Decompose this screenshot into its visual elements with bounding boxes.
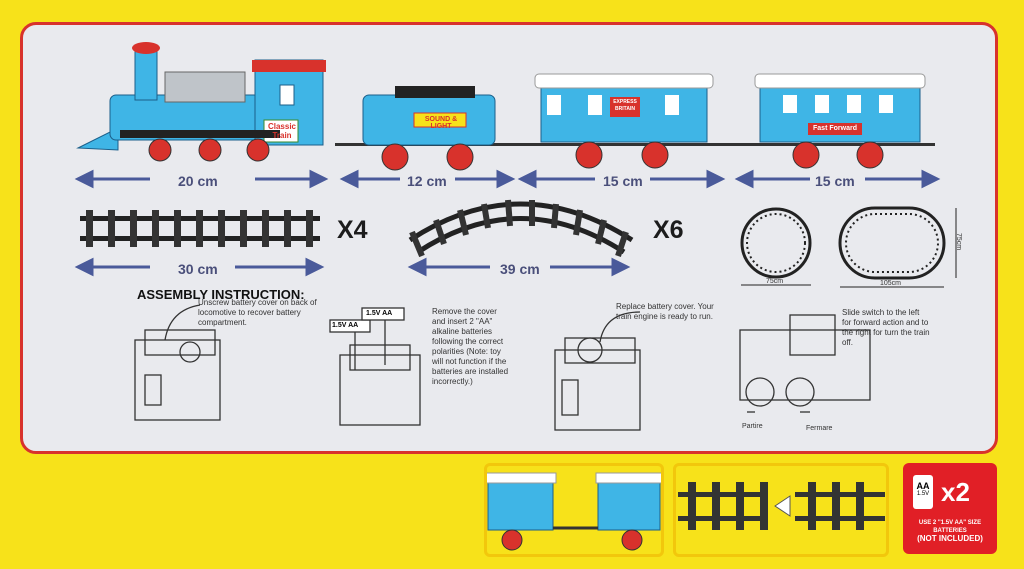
dim-tender: 12 cm: [407, 173, 447, 189]
assembly-step1-sketch: [134, 304, 221, 421]
dim-car2: 15 cm: [815, 173, 855, 189]
passenger-car-2-image: [754, 73, 926, 169]
coupling-image: [485, 472, 663, 551]
battery-count: x2: [941, 477, 970, 507]
battery-tag-2: 1.5V AA: [366, 310, 393, 317]
battery-icon: AA 1.5V: [913, 475, 933, 509]
straight-track-image: [80, 210, 320, 247]
count-curved: X6: [653, 216, 684, 244]
curved-track-image: [408, 199, 634, 258]
dim-car1: 15 cm: [603, 173, 643, 189]
circle-layout-image: [740, 207, 812, 286]
dim-locomotive: 20 cm: [178, 173, 218, 189]
battery-badge: AA 1.5V x2 USE 2 "1.5V AA" SIZE BATTERIE…: [903, 463, 997, 554]
tender-label: SOUND & LIGHT: [424, 116, 458, 130]
oval-height-label: 75cm: [955, 232, 963, 251]
passenger-car-1-image: [534, 73, 714, 169]
oval-width-label: 105cm: [880, 280, 902, 287]
track-join-image: [678, 482, 885, 530]
switch-right-label: Fermare: [806, 425, 833, 432]
dim-curved-track: 39 cm: [500, 261, 540, 277]
locomotive-image: [76, 42, 326, 162]
assembly-step4-text: Slide switch to the left for forward act…: [842, 308, 930, 347]
car2-label: Fast Forward: [813, 125, 857, 132]
switch-left-label: Partire: [742, 423, 763, 430]
assembly-step2-sketch: [329, 307, 421, 426]
assembly-step4-sketch: [739, 314, 871, 413]
dim-straight-track: 30 cm: [178, 261, 218, 277]
assembly-step3-text: Replace battery cover. Your train engine…: [616, 302, 714, 321]
assembly-step1-text: Unscrew battery cover on back of locomot…: [198, 298, 317, 327]
coupling-box: [484, 463, 664, 557]
assembly-step2-text: Remove the cover and insert 2 "AA" alkal…: [432, 307, 509, 386]
track-join-box: [673, 463, 889, 557]
assembly-step3-sketch: [554, 311, 641, 431]
battery-tag-1: 1.5V AA: [332, 322, 359, 329]
battery-note: USE 2 "1.5V AA" SIZE BATTERIES (NOT INCL…: [917, 520, 983, 543]
circle-width-label: 75cm: [766, 278, 784, 285]
oval-layout-image: [838, 206, 957, 288]
count-straight: X4: [337, 216, 368, 244]
assembly-title: ASSEMBLY INSTRUCTION:: [137, 287, 305, 302]
tender-image: [362, 86, 496, 171]
